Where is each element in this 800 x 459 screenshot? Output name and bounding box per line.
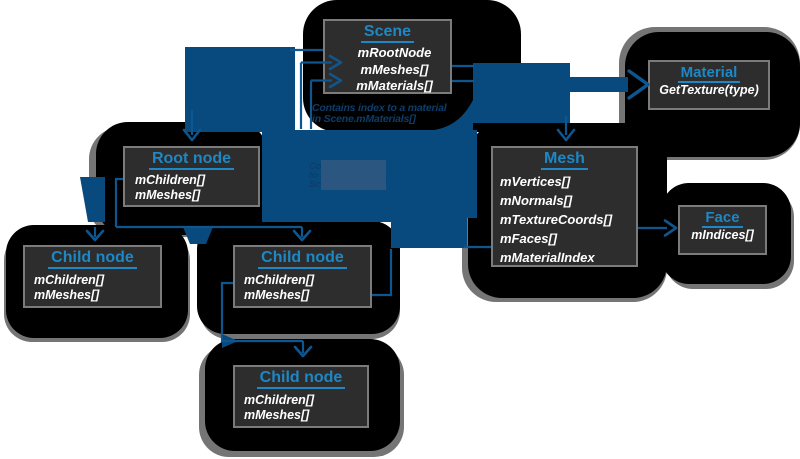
child-center-field-mchildren: mChildren[] <box>244 273 315 288</box>
material-note-line1: Contains index to a material <box>312 102 447 114</box>
child-left-field-mmeshes: mMeshes[] <box>34 288 100 303</box>
mass-left-column <box>185 47 295 132</box>
child-node-left-box: Child node mChildren[] mMeshes[] <box>23 245 162 308</box>
child-node-center-box: Child node mChildren[] mMeshes[] <box>233 245 372 308</box>
scene-field-mrootnode: mRootNode <box>357 45 432 61</box>
face-field-mindices: mIndices[] <box>691 228 754 243</box>
note-highlight-overlay <box>321 160 386 190</box>
mass-left-strip <box>80 177 105 222</box>
scene-field-mmeshes: mMeshes[] <box>360 61 429 77</box>
material-field-gettexture: GetTexture(type) <box>659 83 759 98</box>
mesh-box-fields: mVertices[] mNormals[] mTextureCoords[] … <box>486 173 643 267</box>
mesh-field-mfaces: mFaces[] <box>500 230 558 246</box>
root-node-box-fields: mChildren[] mMeshes[] <box>115 173 268 203</box>
material-box: Material GetTexture(type) <box>648 60 770 110</box>
mesh-field-mnormals: mNormals[] <box>500 193 573 209</box>
child-node-center-fields: mChildren[] mMeshes[] <box>226 273 379 303</box>
scene-box-title: Scene <box>360 23 415 44</box>
material-note-line2: in Scene.mMaterials[] <box>312 113 416 125</box>
scene-box: Scene mRootNode mMeshes[] mMaterials[] <box>323 19 452 94</box>
face-box-title: Face <box>702 209 743 229</box>
child-node-left-fields: mChildren[] mMeshes[] <box>16 273 169 303</box>
child-node-center-title: Child node <box>258 249 347 270</box>
scene-box-fields: mRootNode mMeshes[] mMaterials[] <box>318 45 457 94</box>
face-box: Face mIndices[] <box>678 205 767 255</box>
child-bottom-field-mmeshes: mMeshes[] <box>244 408 310 423</box>
scene-field-mmaterials: mMaterials[] <box>356 77 433 93</box>
child-center-field-mmeshes: mMeshes[] <box>244 288 310 303</box>
root-field-mchildren: mChildren[] <box>135 173 206 188</box>
material-box-title: Material <box>677 64 741 84</box>
root-node-box: Root node mChildren[] mMeshes[] <box>123 146 260 207</box>
mesh-field-mvertices: mVertices[] <box>500 174 571 190</box>
child-left-field-mchildren: mChildren[] <box>34 273 105 288</box>
mass-curve-join <box>425 100 473 131</box>
mesh-field-mmaterialindex: mMaterialIndex <box>500 249 595 265</box>
mesh-box: Mesh mVertices[] mNormals[] mTextureCoor… <box>491 146 638 267</box>
child-node-bottom-fields: mChildren[] mMeshes[] <box>226 393 376 423</box>
root-field-mmeshes: mMeshes[] <box>135 188 201 203</box>
material-arrow-shaft <box>568 77 628 92</box>
mass-upper-right <box>473 63 570 123</box>
child-bottom-field-mchildren: mChildren[] <box>244 393 315 408</box>
mesh-field-mtexturecoords: mTextureCoords[] <box>500 212 613 228</box>
child-node-bottom-title: Child node <box>256 369 346 390</box>
child-node-left-title: Child node <box>48 249 137 270</box>
material-index-note: Contains index to a material in Scene.mM… <box>312 102 447 125</box>
child-node-bottom-box: Child node mChildren[] mMeshes[] <box>233 365 369 428</box>
mesh-box-title: Mesh <box>541 150 588 171</box>
root-node-box-title: Root node <box>148 150 235 171</box>
